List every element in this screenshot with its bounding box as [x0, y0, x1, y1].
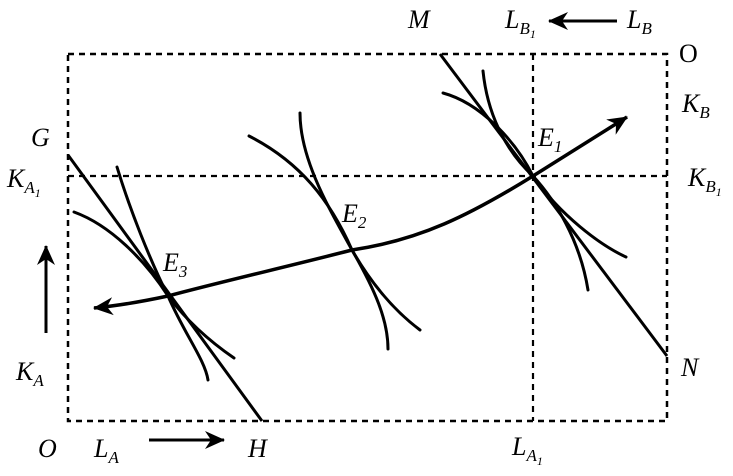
- label-l-b1: LB1: [504, 5, 536, 41]
- label-k-a: KA: [15, 357, 44, 390]
- label-k-b1: KB1: [687, 163, 722, 199]
- label-l-a1: LA1: [511, 432, 543, 468]
- label-g: G: [31, 123, 50, 152]
- indifference-curve-e2-b: [247, 134, 422, 332]
- label-o-top: O: [679, 39, 698, 68]
- label-e3: E3: [162, 248, 187, 281]
- label-e2: E2: [341, 199, 367, 232]
- contract-curve-arrow-to-origin: [93, 174, 534, 316]
- label-o-origin: O: [38, 434, 57, 463]
- contract-curve-arrow-to-o: [532, 115, 628, 178]
- edgeworth-box-outline: [66, 52, 669, 423]
- label-m: M: [407, 5, 431, 34]
- label-n: N: [680, 353, 700, 382]
- label-h: H: [247, 434, 268, 463]
- label-k-b: KB: [681, 89, 710, 122]
- label-k-a1: KA1: [6, 164, 41, 200]
- label-l-a: LA: [93, 434, 119, 467]
- label-l-b: LB: [626, 5, 652, 38]
- label-e1: E1: [537, 123, 562, 156]
